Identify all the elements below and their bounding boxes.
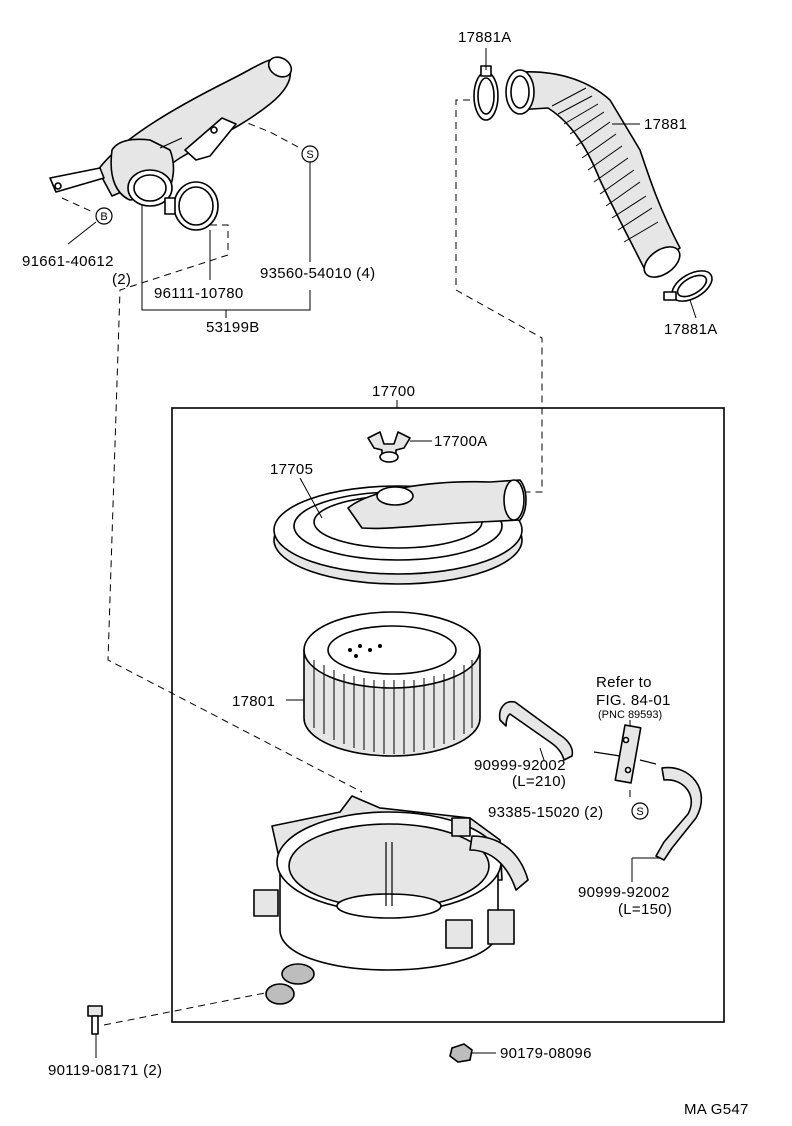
label-90999-92002-a: 90999-92002 xyxy=(474,757,566,774)
vacuum-valve xyxy=(593,720,657,784)
hose-clamp-96111 xyxy=(164,181,219,231)
hose-clamp-17881A-top xyxy=(473,65,499,121)
filter-element-17801 xyxy=(286,611,481,757)
label-refer-to: Refer to xyxy=(596,674,652,691)
air-hose-17881 xyxy=(505,69,681,278)
label-17881A-top: 17881A xyxy=(458,29,512,46)
marker-s-right: S xyxy=(631,802,649,820)
label-91661-qty: (2) xyxy=(112,271,131,288)
air-cleaner-case xyxy=(253,795,529,1005)
label-90999-92002-a-length: (L=210) xyxy=(512,773,566,790)
svg-text:S: S xyxy=(636,806,643,818)
assembly-17700-boundary xyxy=(171,407,725,1023)
label-93385-15020: 93385-15020 (2) xyxy=(488,804,603,821)
vacuum-hose-L150 xyxy=(631,766,703,882)
label-91661-40612: 91661-40612 xyxy=(22,253,114,270)
svg-text:S: S xyxy=(306,149,313,161)
label-96111-10780: 96111-10780 xyxy=(154,285,244,302)
vacuum-hose-L210 xyxy=(498,700,574,761)
nut-90179 xyxy=(449,1043,496,1063)
label-17881: 17881 xyxy=(644,116,687,133)
intake-connector-pipe xyxy=(49,56,293,207)
hose-clamp-17881A-bottom xyxy=(663,270,713,302)
svg-text:B: B xyxy=(100,211,107,223)
label-90999-92002-b: 90999-92002 xyxy=(578,884,670,901)
label-53199B: 53199B xyxy=(206,319,260,336)
drawing-code: MA G547 xyxy=(684,1101,749,1118)
air-cleaner-cap-17705 xyxy=(273,477,527,585)
marker-b-left: B xyxy=(95,207,113,225)
label-17881A-bottom: 17881A xyxy=(664,321,718,338)
label-fig-ref: FIG. 84-01 xyxy=(596,692,671,709)
top-left-leaders xyxy=(67,162,311,318)
label-17705: 17705 xyxy=(270,461,313,478)
wing-nut-17700A xyxy=(367,431,432,463)
label-90999-92002-b-length: (L=150) xyxy=(618,901,672,918)
label-93560-54010: 93560-54010 (4) xyxy=(260,265,375,282)
label-17700A: 17700A xyxy=(434,433,488,450)
label-90179-08096: 90179-08096 xyxy=(500,1045,592,1062)
label-17700: 17700 xyxy=(372,383,415,400)
bolt-90119 xyxy=(87,1005,103,1058)
marker-s-top: S xyxy=(301,145,319,163)
dashed-connection-lines xyxy=(61,99,633,1026)
label-pnc-ref: (PNC 89593) xyxy=(598,709,662,721)
label-17801: 17801 xyxy=(232,693,275,710)
label-90119-08171: 90119-08171 (2) xyxy=(48,1062,162,1079)
hose-leaders xyxy=(485,48,697,319)
